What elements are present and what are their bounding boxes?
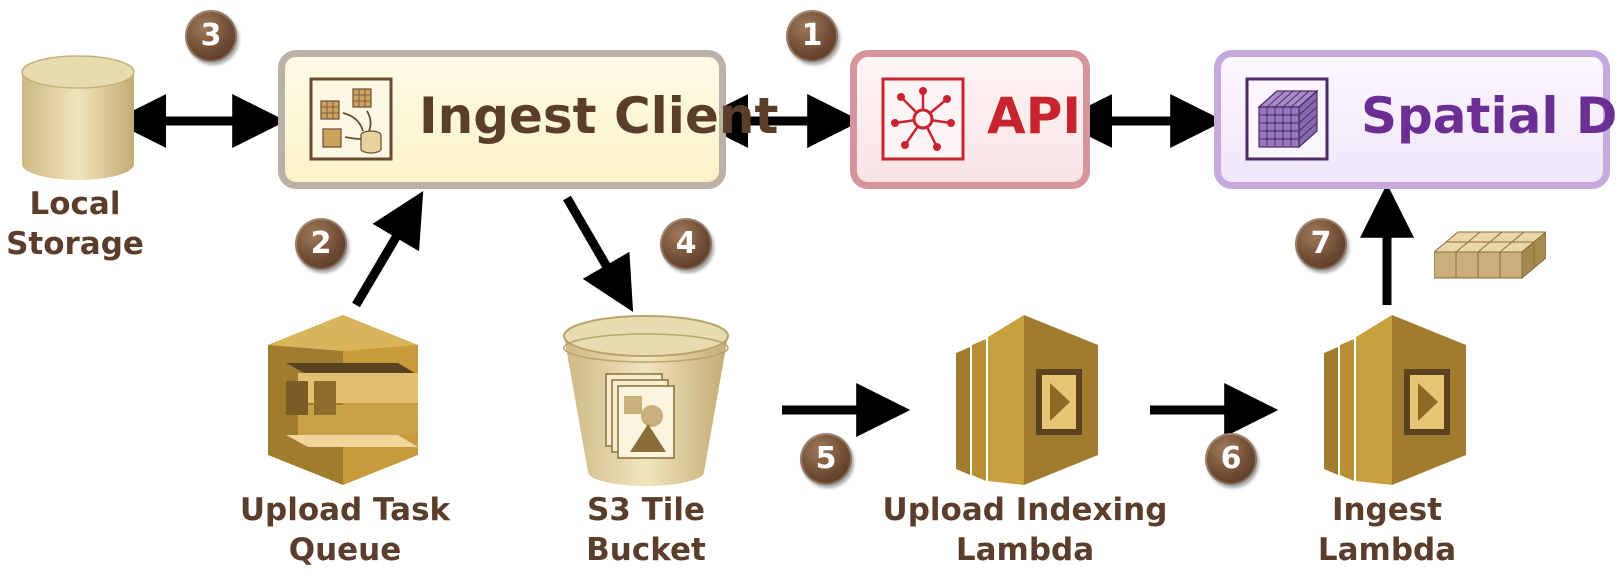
ingest-lambda-icon: [1318, 315, 1466, 485]
step-badge-5: 5: [800, 433, 852, 485]
ingest-client-title: Ingest Client: [419, 87, 779, 145]
api-hub-icon: [881, 77, 965, 161]
step-badge-3: 3: [185, 10, 237, 62]
cylinder-storage-icon: [18, 52, 138, 184]
step-badge-1: 1: [786, 10, 838, 62]
api-title: API: [987, 87, 1081, 145]
s3-tile-bucket-label: S3 Tile Bucket: [586, 492, 706, 568]
ingest-client-box: Ingest Client: [278, 50, 778, 189]
step-badge-4: 4: [660, 218, 712, 270]
upload-indexing-lambda-icon: [950, 315, 1098, 485]
api-box: API: [850, 50, 1090, 189]
upload-task-queue-label: Upload Task Queue: [239, 492, 451, 568]
spatial-db-title: Spatial DB: [1361, 87, 1618, 145]
arrow-queue-ingest: [352, 191, 424, 308]
sqs-queue-icon: [268, 315, 418, 485]
spatial-db-box: Spatial DB: [1214, 50, 1618, 189]
ingest-lambda-label: Ingest Lambda: [1317, 492, 1457, 568]
cube-grid-icon: [1245, 77, 1329, 161]
step-badge-6: 6: [1205, 433, 1257, 485]
step-badge-2: 2: [295, 218, 347, 270]
s3-bucket-icon: [560, 312, 732, 490]
local-storage-label: Local Storage: [6, 186, 144, 262]
tile-transfer-icon: [309, 77, 393, 161]
arrow-ingest-s3: [563, 195, 634, 313]
upload-indexing-lambda-label: Upload Indexing Lambda: [882, 492, 1168, 568]
tile-slab-icon: [1432, 228, 1548, 284]
step-badge-7: 7: [1295, 218, 1347, 270]
